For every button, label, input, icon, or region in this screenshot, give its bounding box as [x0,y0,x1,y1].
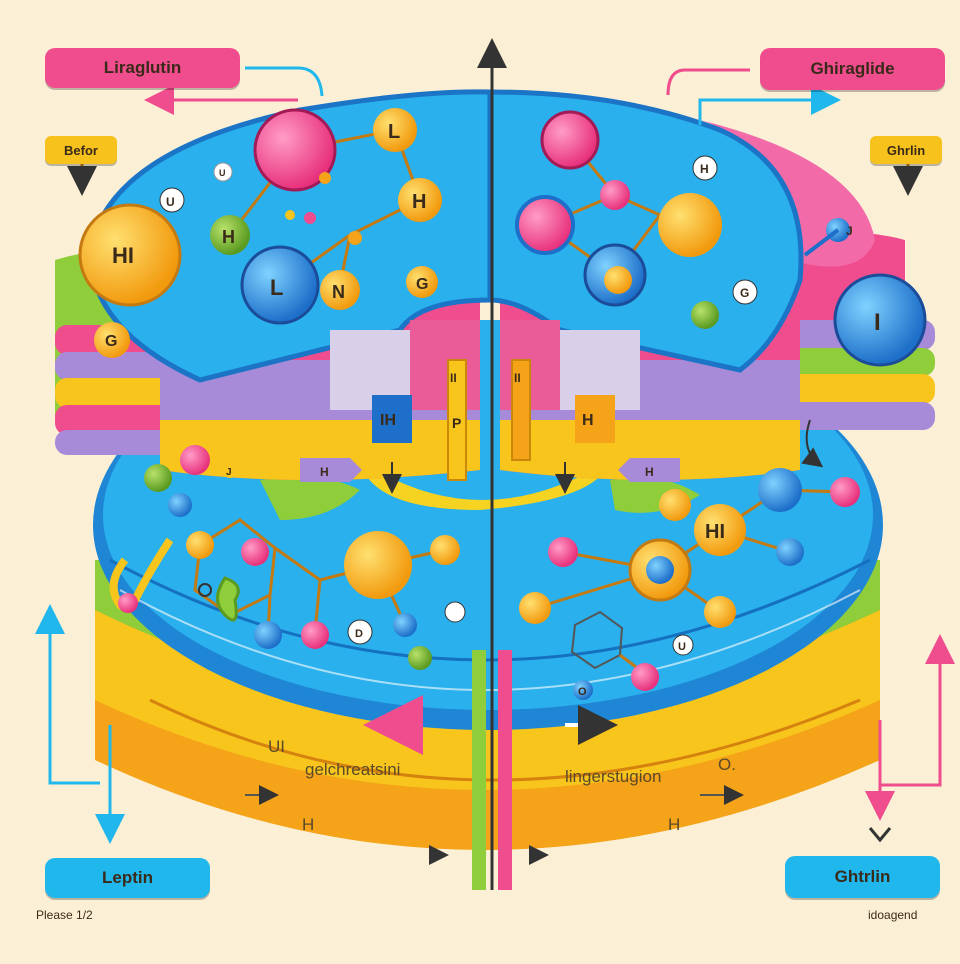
molecule-cluster-right-top: H G J [515,110,853,329]
label-ghrlin: Ghrlin [870,136,942,164]
footer-left: Please 1/2 [36,908,93,922]
center-yellow-region [360,460,610,510]
atom-D-left: D [355,628,363,640]
channel-left-tab-label: H [320,465,329,479]
atom-G-left: G [105,333,117,350]
atom-HI-right: HI [705,521,725,543]
band-left-text: gelchreatsini [305,760,400,779]
atom-G-right: G [740,286,749,300]
atom-L1: L [388,121,400,143]
channel-right-box-label: H [582,412,594,429]
central-channel: IH II P II H H H [300,320,680,494]
channel-left-box-label: IH [380,412,396,429]
atom-J-right: J [846,224,853,238]
atom-H2: H [222,227,235,247]
center-green-region [260,476,360,520]
atom-J-left: J [226,467,232,478]
atom-U-left: U [166,195,175,209]
label-bottom-right: Ghtrlin [785,856,940,898]
band-right-num: H [668,815,680,834]
channel-left-bar-label: II [450,371,457,385]
label-before: Befor [45,136,117,164]
atom-I-right: I [874,309,881,336]
footer-right: idoagend [868,908,918,922]
atom-H-small-right: H [700,162,709,176]
molecule-cluster-right-bottom: HI U O [444,419,860,700]
channel-left-p-label: P [452,415,461,431]
molecule-cluster-left-bottom: J D [109,445,460,670]
label-bottom-left: Leptin [45,858,210,898]
atom-N1: N [332,282,345,302]
band-right-o: O. [718,755,736,774]
atom-HI-left: HI [112,243,134,268]
band-left-num: H [302,815,314,834]
label-top-left: Liraglutin [45,48,240,88]
atom-H1: H [412,191,426,213]
channel-right-tab-label: H [645,465,654,479]
band-right-text: lingerstugion [565,767,661,786]
atom-L2: L [270,275,283,300]
channel-right-bar-label: II [514,371,521,385]
band-left-ui: UI [268,737,285,756]
atom-G1: G [416,276,428,293]
atom-O-bottom: O [578,686,587,698]
label-top-right: Ghiraglide [760,48,945,90]
atom-U-bottom: U [678,641,686,653]
atom-U-top: U [219,168,226,178]
connector-arrows [35,66,955,844]
molecule-cluster-left-top: L H H L N G U [210,108,442,325]
